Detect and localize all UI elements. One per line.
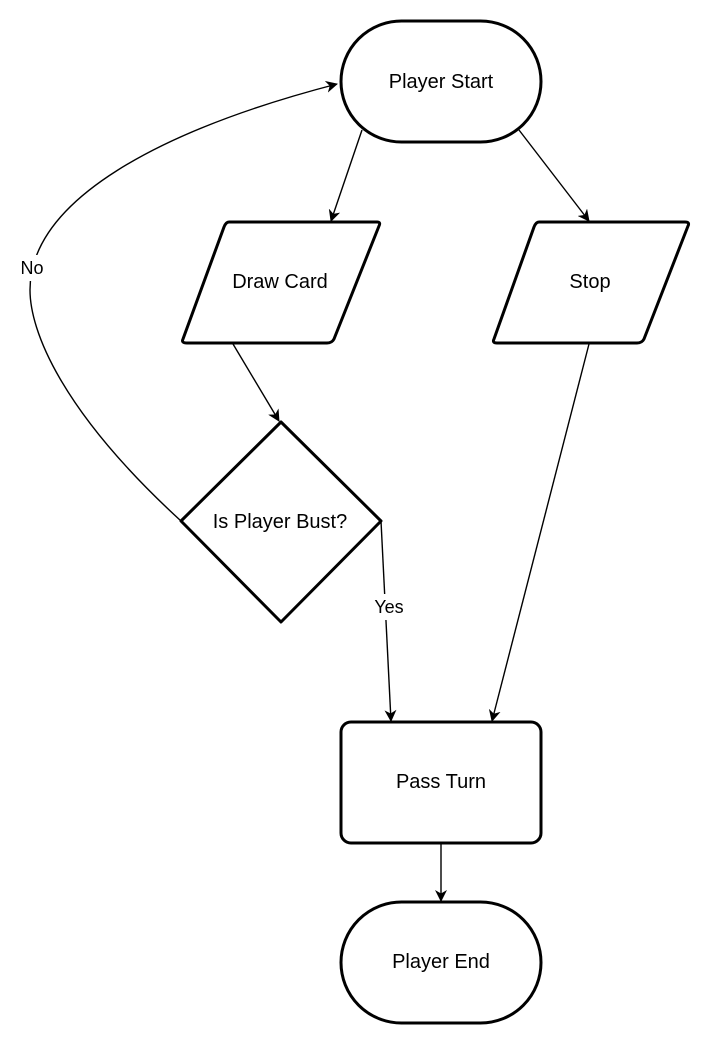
edge-start-to-stop <box>518 129 590 222</box>
node-label-pass-turn: Pass Turn <box>396 771 486 793</box>
node-label-player-start: Player Start <box>389 71 494 93</box>
node-draw-card[interactable]: Draw Card <box>181 220 382 345</box>
edge-bust-no-loop <box>29 80 338 522</box>
edge-bust-yes-to-pass-turn <box>380 520 397 722</box>
edge-label-no: No <box>20 258 43 278</box>
node-player-start[interactable]: Player Start <box>339 19 543 144</box>
node-label-player-end: Player End <box>392 951 490 973</box>
edge-stop-to-pass-turn <box>488 343 590 722</box>
node-pass-turn[interactable]: Pass Turn <box>339 720 543 845</box>
edge-start-to-draw-card <box>328 129 363 222</box>
edge-labels: No Yes <box>16 255 409 620</box>
node-is-player-bust[interactable]: Is Player Bust? <box>179 420 383 624</box>
edge-draw-card-to-bust-check <box>232 343 280 422</box>
node-stop[interactable]: Stop <box>491 220 691 345</box>
node-player-end[interactable]: Player End <box>339 900 543 1025</box>
node-label-is-player-bust: Is Player Bust? <box>213 511 348 533</box>
edges <box>29 80 590 902</box>
edge-label-yes: Yes <box>374 597 403 617</box>
node-label-draw-card: Draw Card <box>232 271 328 293</box>
node-label-stop: Stop <box>569 271 610 293</box>
